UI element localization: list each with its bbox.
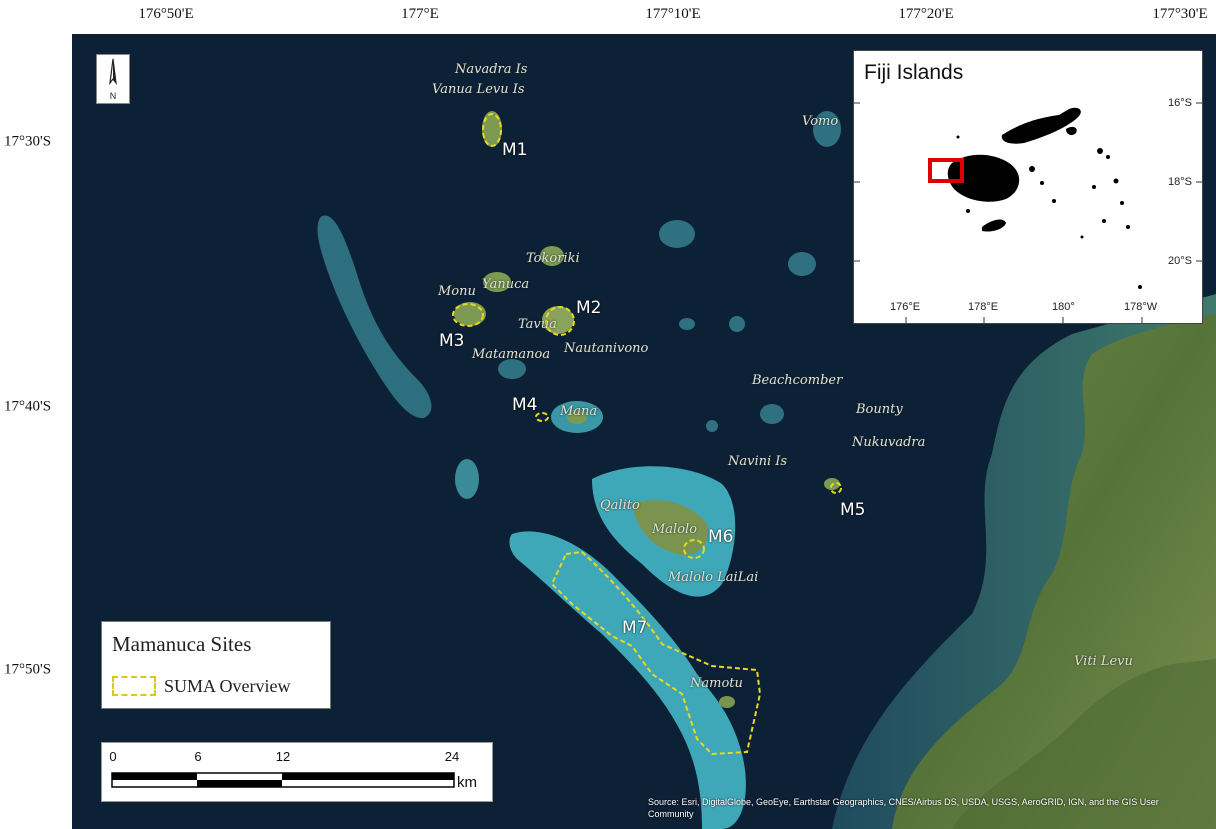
scale-tick-6: 6	[194, 749, 202, 764]
inset-vanua-levu	[1001, 107, 1081, 144]
inset-highlight-box	[928, 158, 964, 183]
outline-m5	[830, 482, 842, 494]
site-label-m7: M7	[622, 618, 648, 638]
scale-tick-0: 0	[109, 749, 117, 764]
inset-lat-18: 18°S	[1168, 176, 1192, 188]
scale-tick-12: 12	[275, 749, 291, 764]
site-label-m5: M5	[840, 500, 866, 520]
island-yanuca	[483, 272, 511, 292]
label-tavua: Tavua	[518, 317, 557, 332]
outline-m1	[482, 113, 502, 147]
inset-title: Fiji Islands	[864, 61, 964, 84]
inset-lon-178w: 178°W	[1124, 301, 1158, 313]
reef-vomo	[813, 111, 841, 147]
lat-label-17-40: 17°40'S	[4, 398, 52, 415]
label-navadra: Navadra Is	[455, 62, 528, 77]
label-tokoriki: Tokoriki	[526, 251, 580, 266]
site-label-m2: M2	[576, 298, 602, 318]
outline-m4	[535, 412, 549, 422]
malolo-island	[632, 500, 708, 555]
outline-m2	[545, 306, 575, 336]
label-qalito: Qalito	[600, 498, 640, 513]
scale-unit: km	[457, 774, 477, 791]
label-navini: Navini Is	[728, 454, 788, 469]
legend-title: Mamanuca Sites	[112, 632, 252, 656]
suma-outlines	[452, 113, 842, 756]
inset-lat-20: 20°S	[1168, 255, 1192, 267]
outline-m3	[452, 303, 484, 327]
site-label-m4: M4	[512, 395, 538, 415]
inset-lon-176e: 176°E	[890, 301, 921, 313]
inset-viti-levu	[947, 154, 1020, 202]
scale-bar-graphic	[111, 772, 455, 788]
label-monu: Monu	[438, 284, 476, 299]
map-legend: Mamanuca Sites SUMA Overview	[101, 621, 331, 709]
outline-m7	[550, 550, 762, 756]
island-tokoriki	[540, 246, 564, 266]
outline-m6	[683, 539, 705, 559]
label-vomo: Vomo	[802, 114, 839, 129]
attribution-credits: Source: Esri, DigitalGlobe, GeoEye, Eart…	[648, 797, 1159, 819]
lat-label-17-30: 17°30'S	[4, 133, 52, 150]
north-arrow-icon	[109, 58, 117, 86]
scale-bar: 0 6 12 24 km	[101, 742, 493, 802]
scale-tick-24: 24	[444, 749, 460, 764]
label-mana: Mana	[560, 404, 598, 419]
label-malolo: Malolo	[652, 522, 698, 537]
label-viti-levu: Viti Levu	[1074, 654, 1133, 669]
site-label-m6: M6	[708, 527, 734, 547]
lon-label-176-50: 176°50'E	[138, 6, 194, 22]
label-nukuvadra: Nukuvadra	[852, 435, 926, 450]
inset-map: Fiji Islands 16°S 18°S 20°S 176°E 178°E	[853, 50, 1203, 324]
north-arrow-label: N	[109, 91, 117, 101]
label-beachcomber: Beachcomber	[752, 373, 843, 388]
lon-label-177-10: 177°10'E	[645, 6, 701, 22]
island-tavua	[542, 306, 574, 334]
namotu-reef	[509, 531, 746, 829]
inset-graphics	[854, 102, 1202, 323]
label-matamanoa: Matamanoa	[472, 347, 551, 362]
inset-lon-178e: 178°E	[968, 301, 999, 313]
lat-label-17-50: 17°50'S	[4, 661, 52, 678]
legend-swatch-dashed	[112, 676, 156, 696]
label-malolo-lailai: Malolo LaiLai	[668, 570, 759, 585]
label-bounty: Bounty	[856, 402, 903, 417]
island-namotu	[719, 696, 735, 708]
west-reef	[317, 215, 432, 419]
label-yanuca: Yanuca	[482, 277, 530, 292]
label-namotu: Namotu	[690, 676, 743, 691]
island-navadra	[482, 111, 502, 147]
inset-lon-180: 180°	[1052, 301, 1075, 313]
inset-kadavu	[982, 219, 1006, 232]
reef-a	[455, 459, 479, 499]
north-arrow: N	[96, 54, 130, 104]
label-nautanivono: Nautanivono	[564, 341, 649, 356]
lon-label-177: 177°E	[401, 6, 439, 22]
lon-label-177-30: 177°30'E	[1152, 6, 1208, 22]
legend-item-label: SUMA Overview	[164, 676, 291, 696]
label-vanua-levu: Vanua Levu Is	[432, 82, 525, 97]
site-label-m3: M3	[439, 331, 465, 351]
site-label-m1: M1	[502, 140, 528, 160]
lon-label-177-20: 177°20'E	[898, 6, 954, 22]
inset-lat-16: 16°S	[1168, 97, 1192, 109]
